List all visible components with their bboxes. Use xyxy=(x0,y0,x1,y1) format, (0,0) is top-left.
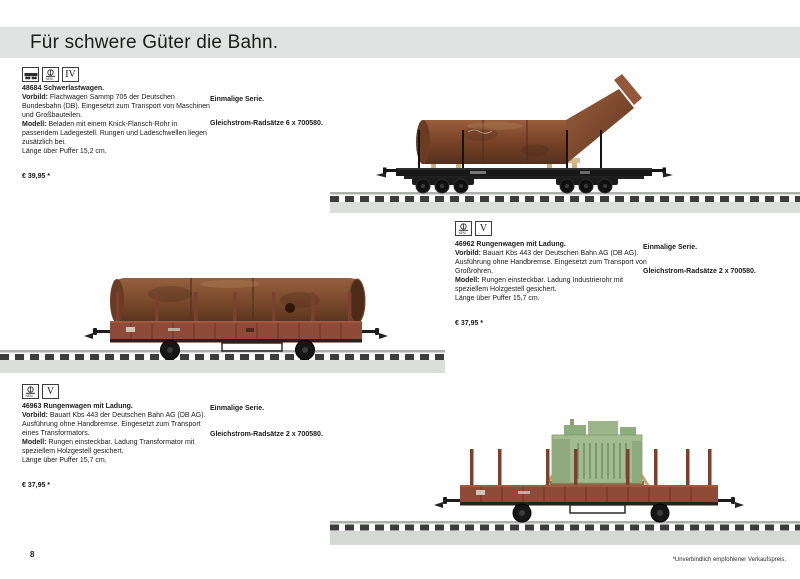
vorbild-line: Vorbild: Bauart Kbs 443 der Deutschen Ba… xyxy=(455,250,647,275)
price: € 37,95 * xyxy=(22,482,51,489)
product1-pictograms: NEM IV xyxy=(22,67,79,82)
series-note: Einmalige Serie. xyxy=(643,244,698,251)
wheelset-note: Gleichstrom-Radsätze 2 x 700580. xyxy=(643,268,756,275)
wheelset-note: Gleichstrom-Radsätze 2 x 700580. xyxy=(210,431,323,438)
page-number: 8 xyxy=(30,550,35,559)
svg-text:NEM: NEM xyxy=(26,394,33,398)
nem-coupler-icon: NEM xyxy=(22,384,39,399)
epoch-label: IV xyxy=(65,68,76,80)
product1-description: 48684 Schwerlastwagen. Vorbild: Flachwag… xyxy=(22,84,214,181)
product2-photo xyxy=(0,228,445,373)
transformer-load xyxy=(542,419,652,490)
product-number-title: 46962 Rungenwagen mit Ladung. xyxy=(455,241,566,248)
heavy-load-wagon-icon xyxy=(22,67,39,82)
product1-photo xyxy=(330,72,800,213)
pipe-load xyxy=(110,278,366,324)
svg-text:NEM: NEM xyxy=(459,231,466,235)
product3-description: 46963 Rungenwagen mit Ladung. Vorbild: B… xyxy=(22,402,214,490)
epoch-badge: IV xyxy=(62,67,79,82)
epoch-badge: V xyxy=(475,221,492,236)
header-bar: Für schwere Güter die Bahn. xyxy=(0,27,800,58)
stake-wagon-pipe-photo xyxy=(0,278,445,373)
page-title: Für schwere Güter die Bahn. xyxy=(30,32,279,53)
epoch-label: V xyxy=(46,385,55,397)
pipe-load xyxy=(416,74,642,169)
wagon xyxy=(376,130,673,194)
length-line: Länge über Puffer 15,2 cm. xyxy=(22,148,107,155)
length-line: Länge über Puffer 15,7 cm. xyxy=(22,457,107,464)
stake-wagon-transformer-photo xyxy=(330,419,800,545)
nem-coupler-icon: NEM xyxy=(455,221,472,236)
product2-pictograms: NEM V xyxy=(455,221,492,236)
price: € 37,95 * xyxy=(455,320,484,327)
track xyxy=(0,350,445,373)
svg-text:NEM: NEM xyxy=(46,77,53,81)
track xyxy=(330,521,800,545)
vorbild-line: Vorbild: Bauart Kbs 443 der Deutschen Ba… xyxy=(22,412,206,437)
price: € 39,95 * xyxy=(22,173,51,180)
modell-line: Modell: Beladen mit einem Knick-Flansch-… xyxy=(22,121,207,146)
length-line: Länge über Puffer 15,7 cm. xyxy=(455,295,540,302)
product3-photo xyxy=(330,415,800,545)
series-note: Einmalige Serie. xyxy=(210,96,265,103)
track xyxy=(330,192,800,213)
product-number-title: 48684 Schwerlastwagen. xyxy=(22,85,105,92)
wheelset-note: Gleichstrom-Radsätze 6 x 700580. xyxy=(210,120,323,127)
series-note: Einmalige Serie. xyxy=(210,405,265,412)
heavy-load-wagon-photo xyxy=(330,74,800,213)
product3-pictograms: NEM V xyxy=(22,384,59,399)
modell-line: Modell: Rungen einsteckbar. Ladung Indus… xyxy=(455,277,624,293)
nem-coupler-icon: NEM xyxy=(42,67,59,82)
modell-line: Modell: Rungen einsteckbar. Ladung Trans… xyxy=(22,439,195,455)
price-footnote: *Unverbindlich empfohlener Verkaufspreis… xyxy=(672,557,786,563)
wagon xyxy=(84,292,388,360)
epoch-label: V xyxy=(479,222,488,234)
epoch-badge: V xyxy=(42,384,59,399)
vorbild-line: Vorbild: Flachwagen Sammp 705 der Deutsc… xyxy=(22,94,210,119)
product-number-title: 46963 Rungenwagen mit Ladung. xyxy=(22,403,133,410)
product2-description: 46962 Rungenwagen mit Ladung. Vorbild: B… xyxy=(455,240,647,328)
wagon xyxy=(434,449,744,523)
